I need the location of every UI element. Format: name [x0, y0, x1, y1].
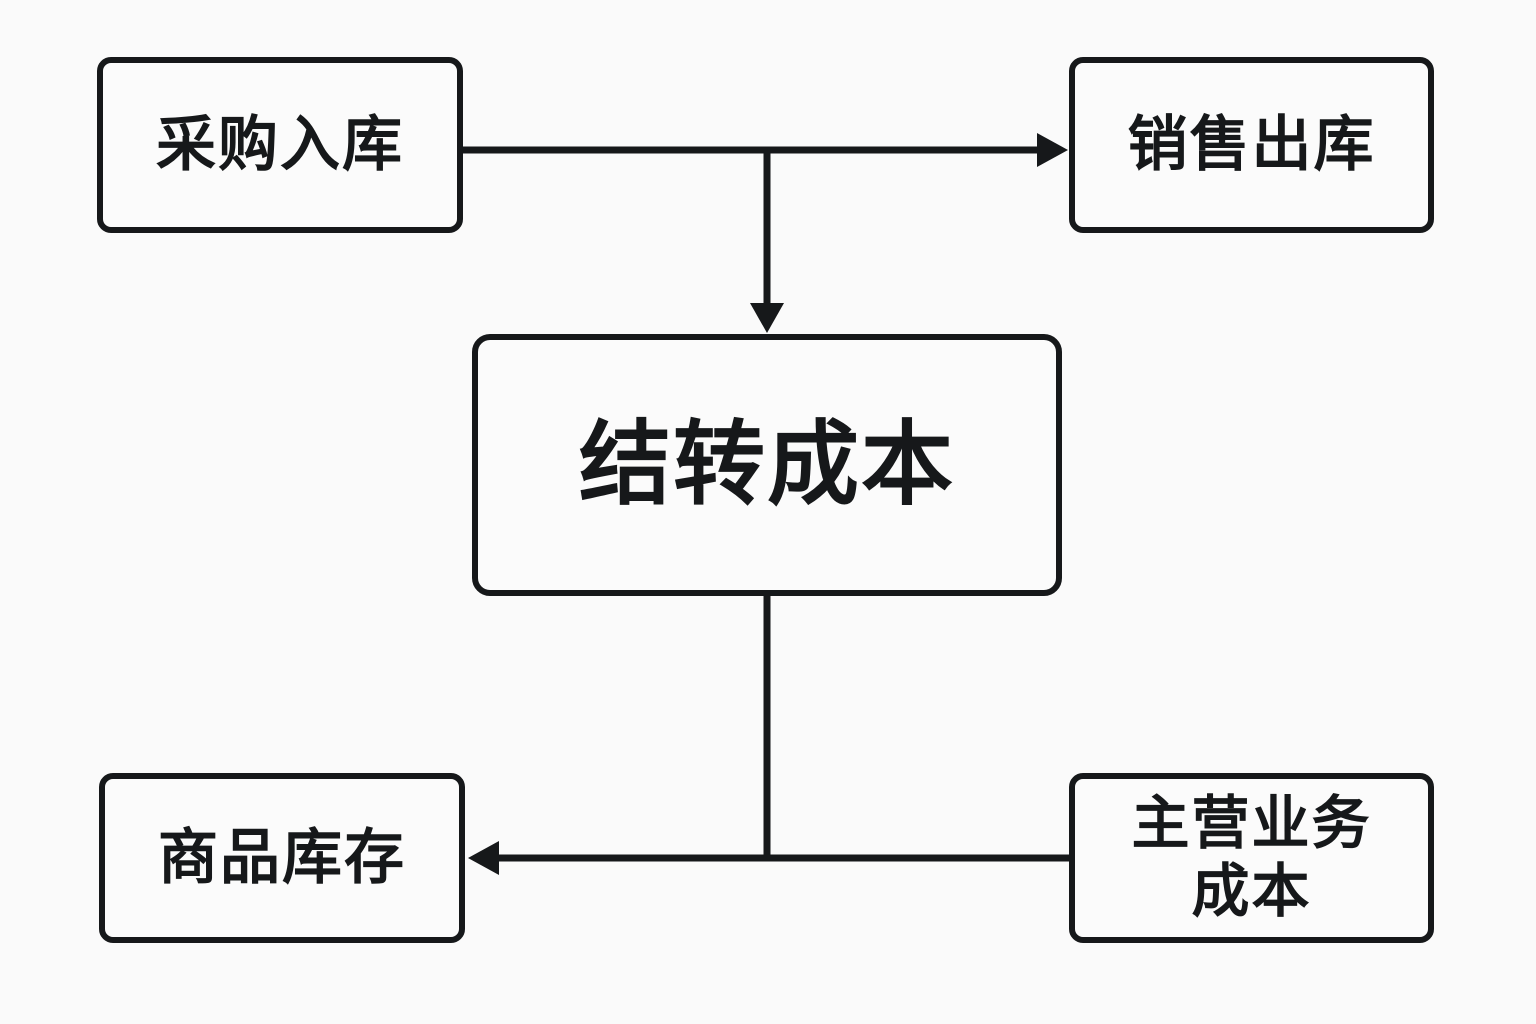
node-product-inventory-label: 商品库存: [158, 823, 406, 891]
node-main-business-cost[interactable]: 主营业务 成本: [1069, 773, 1434, 943]
node-carry-forward-cost-label: 结转成本: [578, 413, 955, 516]
arrowhead-left-icon: [468, 841, 499, 875]
node-sales-outbound-label: 销售出库: [1127, 110, 1376, 178]
node-main-business-cost-label: 主营业务 成本: [1131, 790, 1372, 924]
node-carry-forward-cost[interactable]: 结转成本: [472, 334, 1062, 596]
arrowhead-right-icon: [1037, 133, 1068, 167]
node-purchase-inbound-label: 采购入库: [156, 110, 404, 178]
node-purchase-inbound[interactable]: 采购入库: [97, 57, 463, 233]
node-product-inventory[interactable]: 商品库存: [99, 773, 465, 943]
node-sales-outbound[interactable]: 销售出库: [1069, 57, 1434, 233]
arrowhead-down-icon: [750, 303, 784, 333]
